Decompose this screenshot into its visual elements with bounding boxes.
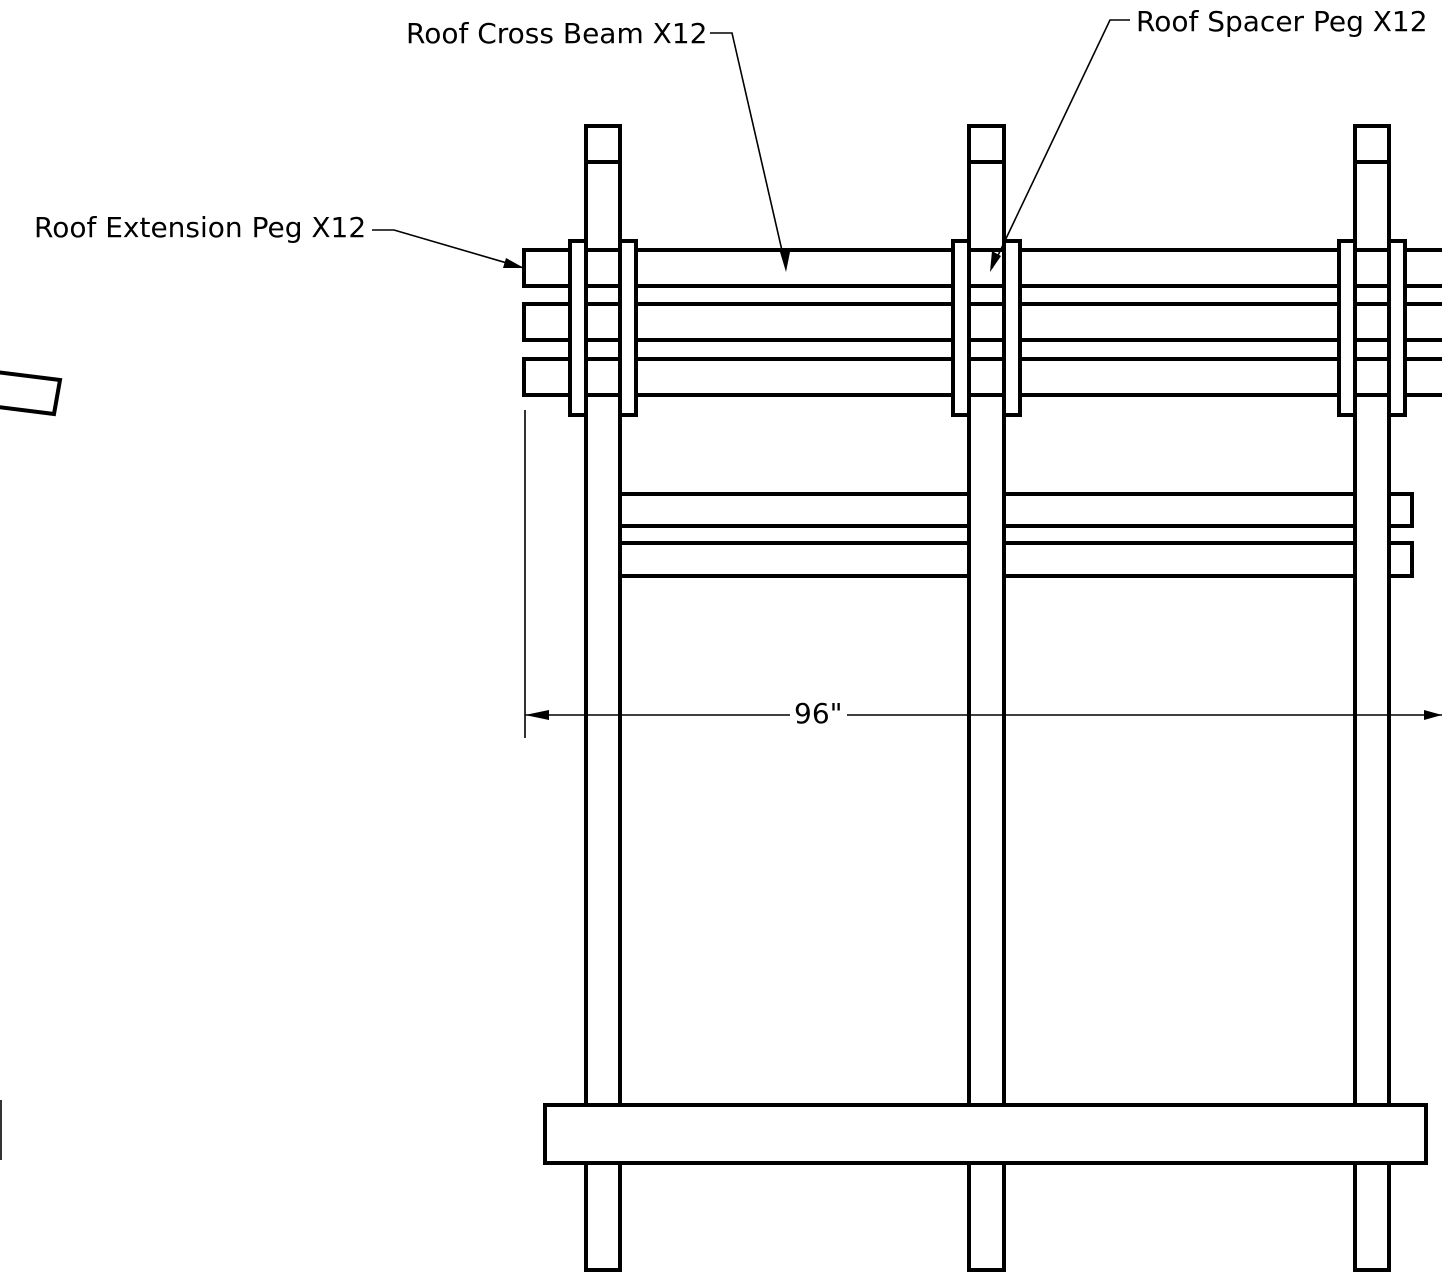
base-plank: [543, 1103, 1428, 1165]
leader-cross-beam: [710, 32, 790, 272]
dimension-arrow-right: [1424, 710, 1442, 720]
post-segments-between-beams: [588, 288, 1387, 357]
roof-extension-peg-callout: Roof Extension Peg X12: [34, 211, 367, 244]
dimension-arrow-left: [525, 710, 549, 720]
roof-cross-beam-callout: Roof Cross Beam X12: [406, 17, 708, 50]
partial-fragments: [0, 370, 63, 1160]
lower-cross-rails: [610, 492, 1414, 578]
leader-extension-peg: [372, 229, 525, 269]
roof-pegs: [568, 239, 1407, 417]
leader-spacer-peg: [990, 19, 1130, 272]
span-dimension-label: 96": [790, 700, 847, 728]
roof-spacer-peg-callout: Roof Spacer Peg X12: [1136, 5, 1428, 38]
roof-cross-beams: [522, 248, 1442, 397]
dimension-96: [524, 410, 1442, 738]
